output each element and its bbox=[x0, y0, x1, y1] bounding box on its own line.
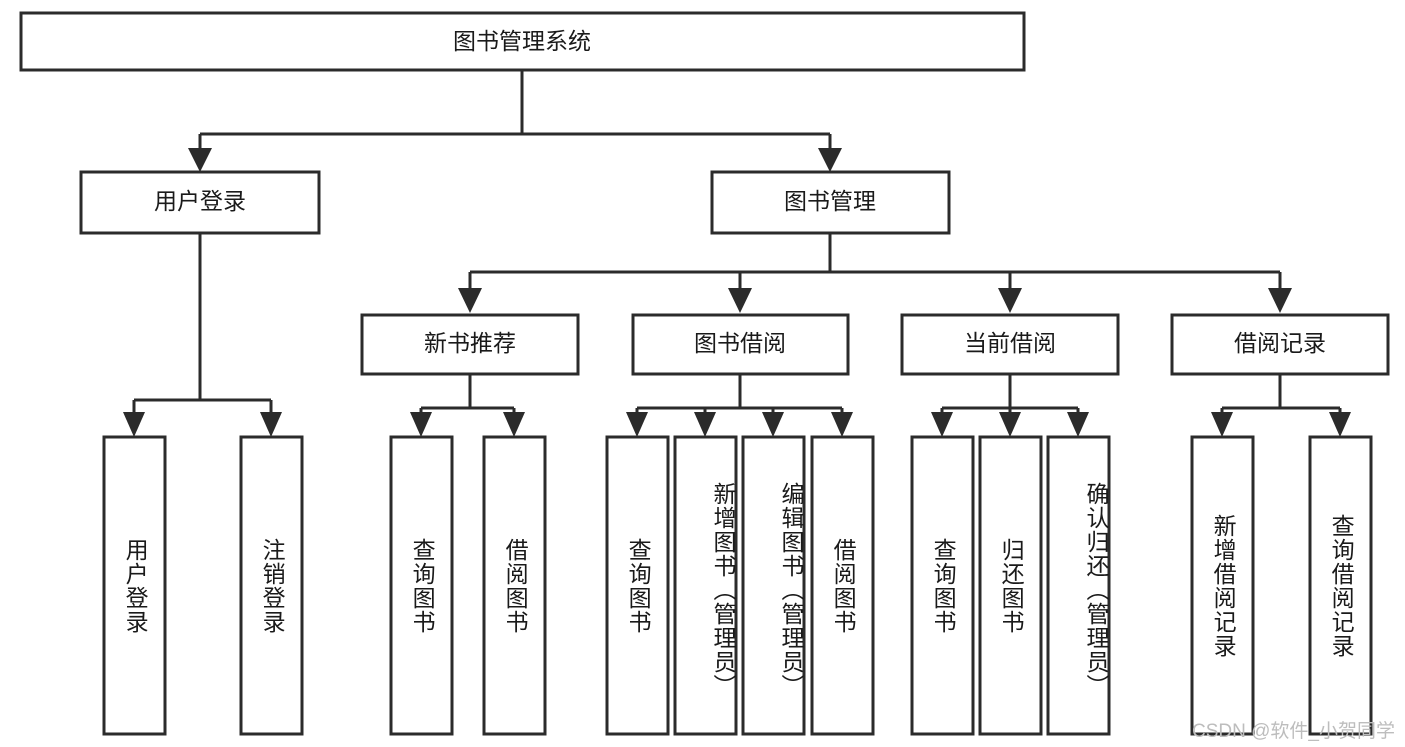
leaf-box-current-query-book[interactable] bbox=[910, 435, 975, 736]
arrow-head-user-login bbox=[188, 148, 212, 172]
leaf-box-logout[interactable] bbox=[239, 435, 304, 736]
arrow-head-current-borrow bbox=[998, 288, 1022, 313]
arrow-head-new-book-recommend bbox=[458, 288, 482, 313]
node-book-manage-label: 图书管理 bbox=[784, 188, 876, 214]
arrow-head-leaf-query-book-1 bbox=[410, 412, 432, 437]
arrow-head-book-borrow bbox=[728, 288, 752, 313]
csdn-watermark: CSDN @软件_小贺同学 bbox=[1192, 721, 1395, 742]
connector-root-to-level2 bbox=[198, 70, 832, 157]
node-current-borrow-label: 当前借阅 bbox=[964, 330, 1056, 356]
arrow-head-leaf-borrow-book-1 bbox=[503, 412, 525, 437]
node-borrow-record-label: 借阅记录 bbox=[1234, 330, 1326, 356]
arrow-head-leaf-query-book-2 bbox=[626, 412, 648, 437]
leaf-box-borrow-borrow-book[interactable] bbox=[810, 435, 875, 736]
arrow-head-book-manage bbox=[818, 148, 842, 172]
arrow-head-leaf-return-book bbox=[999, 412, 1021, 437]
leaf-box-record-query[interactable] bbox=[1308, 435, 1373, 736]
leaf-box-borrow-edit-book[interactable] bbox=[741, 435, 806, 736]
arrow-head-leaf-query-book-3 bbox=[931, 412, 953, 437]
leaf-box-borrow-add-book[interactable] bbox=[673, 435, 738, 736]
arrow-head-leaf-borrow-book-2 bbox=[831, 412, 853, 437]
leaf-box-borrow-query-book[interactable] bbox=[605, 435, 670, 736]
arrow-head-leaf-logout bbox=[260, 412, 282, 437]
arrow-head-leaf-add-record bbox=[1211, 412, 1233, 437]
connector-borrow-to-leaves bbox=[635, 374, 844, 420]
node-new-book-recommend-box[interactable] bbox=[360, 313, 580, 376]
leaf-box-current-confirm-return[interactable] bbox=[1046, 435, 1111, 736]
arrow-head-leaf-user-login bbox=[123, 412, 145, 437]
arrow-head-borrow-record bbox=[1268, 288, 1292, 313]
leaf-box-recommend-query-book[interactable] bbox=[389, 435, 454, 736]
node-root-label: 图书管理系统 bbox=[453, 28, 591, 54]
node-user-login-box[interactable] bbox=[79, 170, 321, 235]
arrow-head-leaf-edit-book bbox=[762, 412, 784, 437]
node-book-borrow-label: 图书借阅 bbox=[694, 330, 786, 356]
leaf-box-user-login[interactable] bbox=[102, 435, 167, 736]
connector-recommend-to-leaves bbox=[419, 374, 516, 420]
connector-userlogin-to-leaves bbox=[132, 233, 273, 420]
leaf-box-current-return-book[interactable] bbox=[978, 435, 1043, 736]
node-new-book-recommend-label: 新书推荐 bbox=[424, 330, 516, 356]
node-root-box[interactable] bbox=[19, 11, 1026, 72]
connector-record-to-leaves bbox=[1220, 374, 1342, 420]
leaf-box-record-add[interactable] bbox=[1190, 435, 1255, 736]
node-user-login-label: 用户登录 bbox=[154, 188, 246, 214]
arrow-head-leaf-confirm-return bbox=[1067, 412, 1089, 437]
arrow-head-leaf-add-book bbox=[694, 412, 716, 437]
connector-bookmanage-to-level3 bbox=[468, 233, 1282, 297]
node-current-borrow-box[interactable] bbox=[900, 313, 1120, 376]
arrow-head-leaf-query-record bbox=[1329, 412, 1351, 437]
leaf-box-recommend-borrow-book[interactable] bbox=[482, 435, 547, 736]
